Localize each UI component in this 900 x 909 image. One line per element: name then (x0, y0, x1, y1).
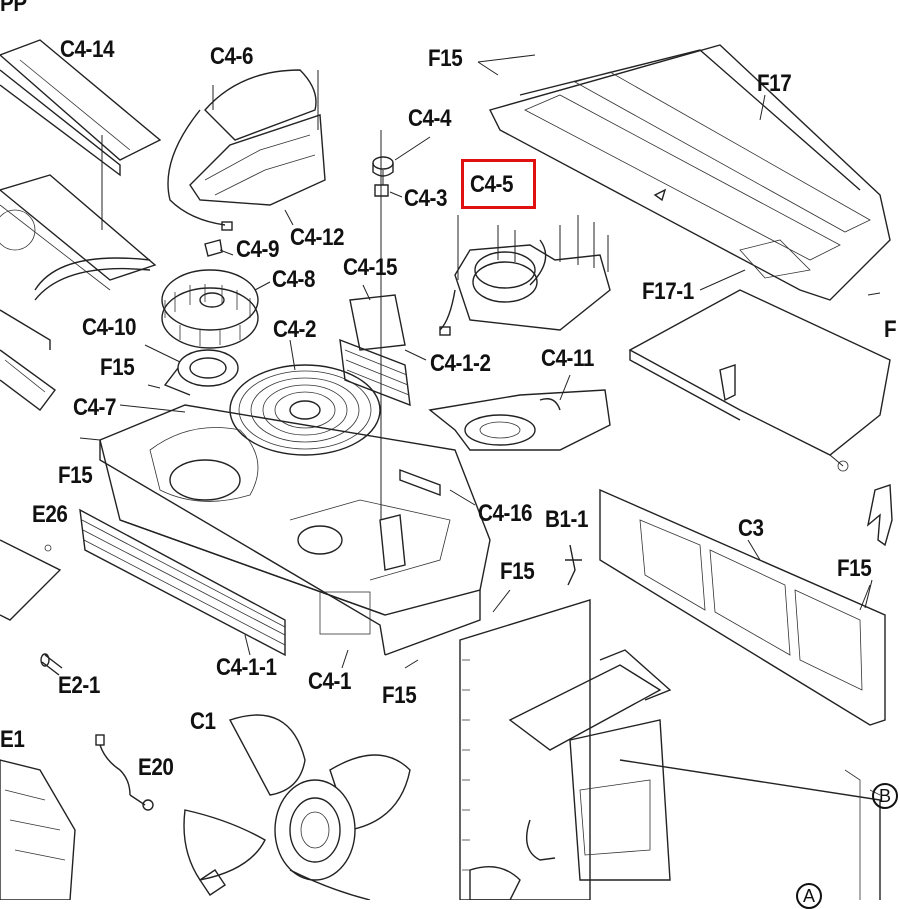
top-panel-f17 (488, 44, 891, 301)
label-f-right-partial: F (884, 316, 897, 343)
front-grille-c4-1-1 (79, 508, 286, 657)
callout-circle-b: B (872, 783, 898, 809)
label-c3: C3 (738, 515, 764, 542)
label-c4-9: C4-9 (236, 236, 280, 263)
label-c4-1: C4-1 (308, 668, 352, 695)
label-e20: E20 (138, 754, 174, 781)
label-top-partial: PP (0, 0, 27, 17)
label-c4-14: C4-14 (60, 36, 115, 63)
propeller-fan-c1 (183, 714, 411, 900)
label-c4-7: C4-7 (73, 394, 117, 421)
label-f15-left2: F15 (58, 462, 93, 489)
cover-panel-c4-14 (0, 39, 162, 411)
box-e1 (0, 759, 76, 900)
label-f15-bottom: F15 (382, 682, 417, 709)
label-c4-12: C4-12 (290, 224, 345, 251)
base-tray-c4-1 (99, 404, 491, 656)
label-e26: E26 (32, 501, 68, 528)
disc-c4-2 (229, 364, 381, 456)
shaft-parts (372, 130, 394, 520)
motor-c4-10 (144, 344, 239, 396)
filter-c3 (599, 488, 886, 726)
label-c4-6: C4-6 (210, 43, 254, 70)
label-c4-4: C4-4 (408, 105, 452, 132)
highlight-box-c4-5 (461, 159, 536, 209)
sensor-e20 (95, 734, 154, 811)
label-f17: F17 (757, 70, 792, 97)
label-c4-1-2: C4-1-2 (430, 350, 491, 377)
label-b1-1: B1-1 (545, 506, 589, 533)
label-f17-1: F17-1 (642, 278, 694, 305)
label-c4-11: C4-11 (541, 345, 594, 372)
label-f15-right: F15 (837, 555, 872, 582)
scroll-housing-c4-6 (101, 69, 326, 231)
label-c4-3: C4-3 (404, 185, 448, 212)
label-e1: E1 (0, 726, 25, 753)
heat-exchanger (459, 599, 881, 900)
label-c4-5: C4-5 (470, 171, 514, 198)
label-c4-10: C4-10 (82, 314, 137, 341)
label-c4-15: C4-15 (343, 254, 398, 281)
label-f15-left: F15 (100, 354, 135, 381)
motor-c4-5 (439, 215, 611, 336)
label-c1: C1 (190, 708, 216, 735)
label-c4-8: C4-8 (272, 266, 316, 293)
label-f15-top: F15 (428, 45, 463, 72)
leader-lines (79, 54, 881, 669)
label-c4-2: C4-2 (273, 316, 317, 343)
bracket-c4-11 (428, 374, 611, 451)
sensor-b1-1 (565, 544, 582, 586)
fan-wheel-c4-8 (161, 239, 259, 349)
callout-circle-a: A (796, 883, 822, 909)
label-e2-1: E2-1 (58, 672, 100, 699)
label-f15-mid: F15 (500, 558, 535, 585)
grille-c4-15 (339, 284, 411, 407)
small-parts-left (0, 539, 63, 676)
label-c4-16: C4-16 (478, 500, 533, 527)
label-c4-1-1: C4-1-1 (216, 654, 277, 681)
plate-f17-1 (628, 289, 891, 472)
right-bracket (866, 484, 893, 547)
